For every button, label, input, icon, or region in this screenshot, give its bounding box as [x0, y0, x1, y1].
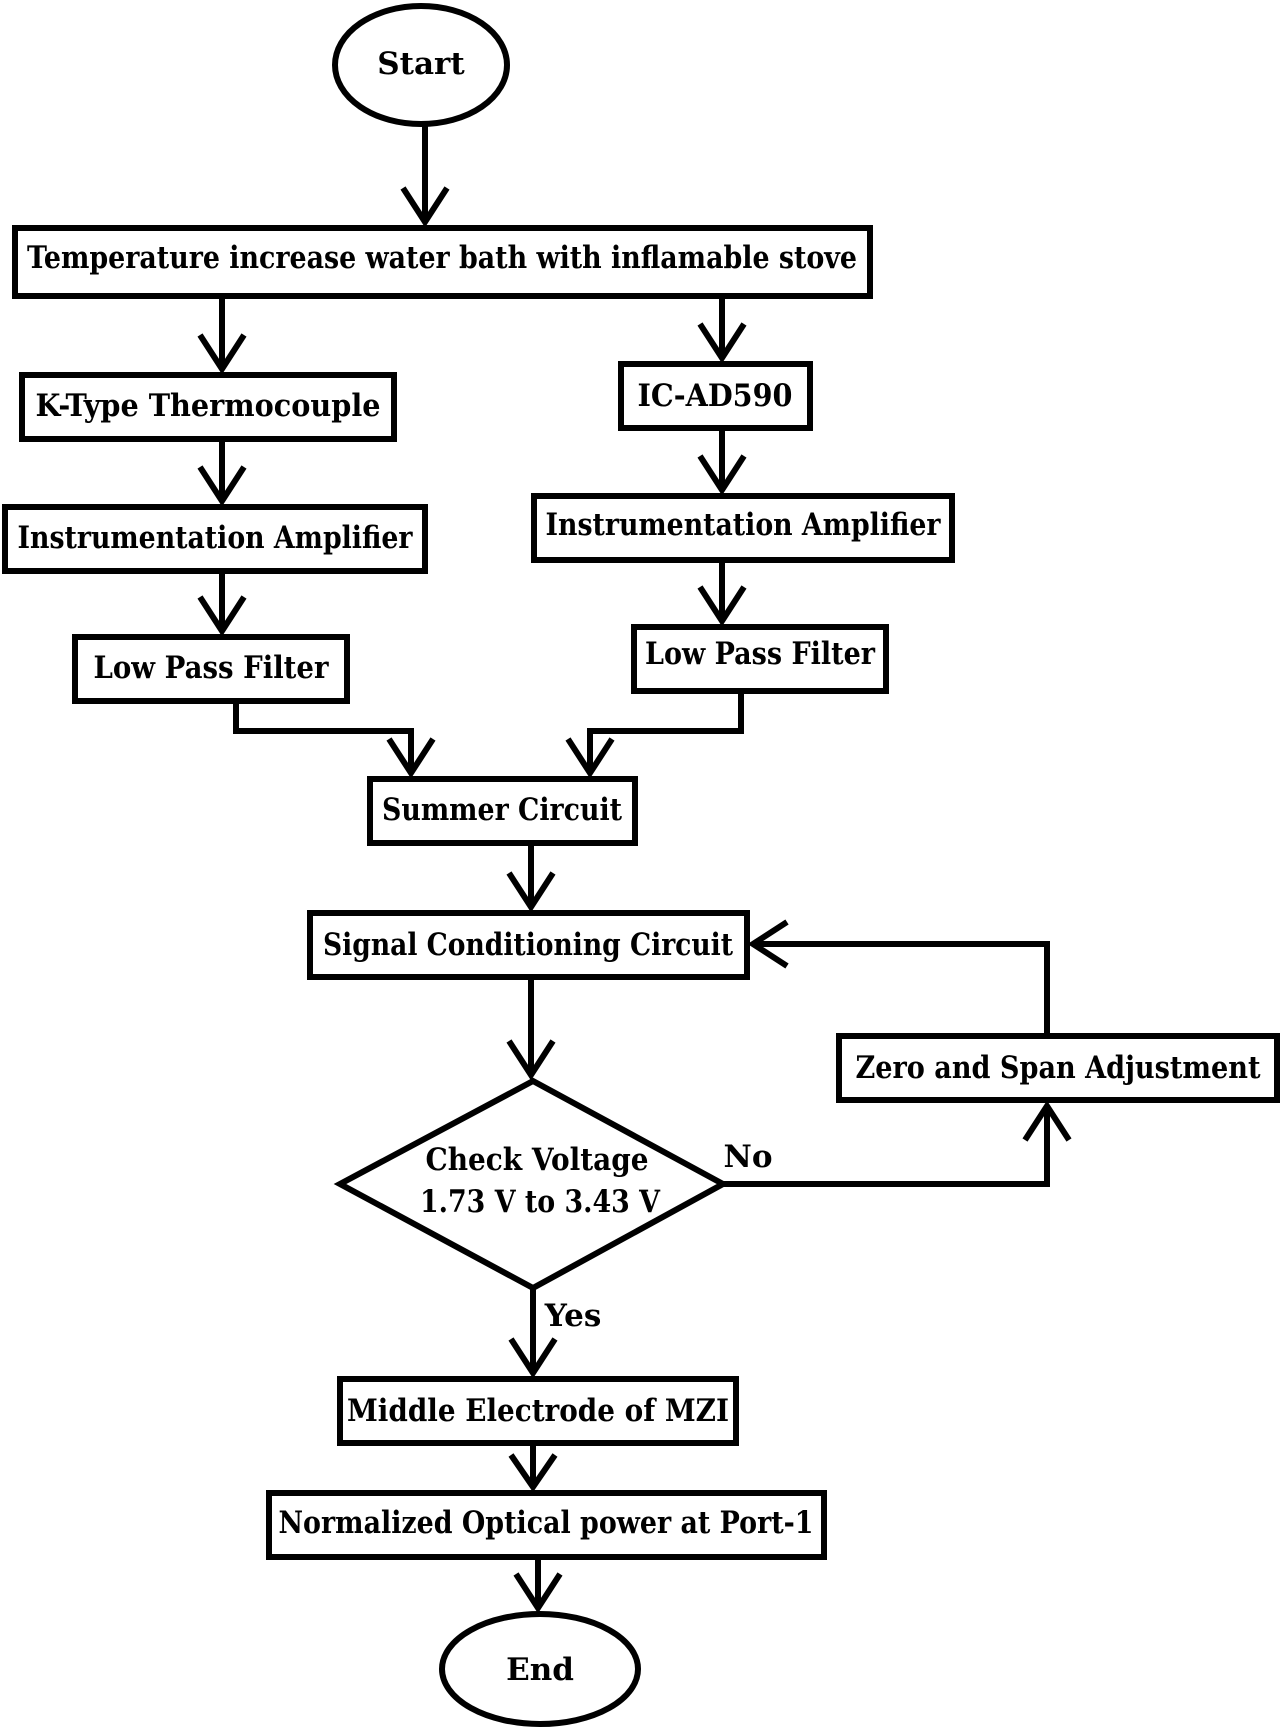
start-node: Start — [332, 3, 510, 127]
arrowhead-start-to-heat — [400, 186, 450, 228]
arrowhead-right-amplifier-to-filter — [697, 585, 747, 627]
zero-span-adjustment-label: Zero and Span Adjustment — [856, 1050, 1262, 1086]
decision-line1: Check Voltage — [426, 1142, 649, 1178]
right-instrumentation-amplifier-node: Instrumentation Amplifier — [531, 493, 955, 563]
optical-power-node: Normalized Optical power at Port-1 — [266, 1490, 827, 1560]
heat-source-node: Temperature increase water bath with inf… — [12, 225, 873, 299]
start-label: Start — [377, 46, 465, 82]
signal-conditioning-node: Signal Conditioning Circuit — [307, 910, 750, 980]
end-label: End — [506, 1652, 574, 1688]
signal-conditioning-label: Signal Conditioning Circuit — [323, 927, 734, 963]
right-low-pass-filter-node: Low Pass Filter — [631, 624, 889, 694]
right-instrumentation-amplifier-label: Instrumentation Amplifier — [546, 507, 942, 543]
summer-circuit-node: Summer Circuit — [367, 776, 638, 846]
arrowhead-mzi-to-optical-power — [508, 1453, 558, 1493]
edge-decision-no-to-zero-span — [723, 1106, 1050, 1187]
yes-label: Yes — [544, 1298, 602, 1334]
right-low-pass-filter-label: Low Pass Filter — [645, 636, 876, 672]
arrowhead-left-filter-to-summer — [386, 737, 436, 779]
arrowhead-signal-conditioning-to-decision — [506, 1039, 556, 1081]
arrowhead-summer-to-signal-conditioning — [506, 871, 556, 913]
k-type-thermocouple-node: K-Type Thermocouple — [19, 372, 397, 442]
k-type-thermocouple-label: K-Type Thermocouple — [36, 388, 381, 424]
mzi-electrode-label: Middle Electrode of MZI — [347, 1393, 729, 1429]
arrowhead-zero-span-to-signal-conditioning — [747, 919, 789, 969]
arrowhead-thermocouple-to-amplifier — [197, 465, 247, 507]
mzi-electrode-node: Middle Electrode of MZI — [337, 1376, 739, 1446]
arrowhead-decision-yes-to-mzi — [508, 1337, 558, 1379]
arrowhead-left-amplifier-to-filter — [197, 595, 247, 637]
zero-span-adjustment-node: Zero and Span Adjustment — [836, 1033, 1280, 1103]
left-low-pass-filter-node: Low Pass Filter — [72, 634, 350, 704]
left-instrumentation-amplifier-label: Instrumentation Amplifier — [18, 520, 414, 556]
arrowhead-ic-ad590-to-amplifier — [697, 454, 747, 496]
edge-right-filter-to-summer — [587, 691, 744, 773]
heat-source-label: Temperature increase water bath with inf… — [27, 240, 857, 276]
edge-zero-span-to-signal-conditioning — [753, 941, 1050, 1036]
ic-ad590-node: IC-AD590 — [618, 361, 813, 431]
left-low-pass-filter-label: Low Pass Filter — [94, 650, 330, 686]
connectors — [197, 124, 1072, 1614]
ic-ad590-label: IC-AD590 — [638, 378, 793, 414]
check-voltage-decision: Check Voltage 1.73 V to 3.43 V — [333, 1077, 730, 1292]
arrowhead-right-filter-to-summer — [565, 737, 615, 779]
arrowhead-decision-no-to-zero-span — [1022, 1100, 1072, 1142]
left-instrumentation-amplifier-node: Instrumentation Amplifier — [2, 504, 428, 574]
no-label: No — [723, 1139, 772, 1175]
optical-power-label: Normalized Optical power at Port-1 — [279, 1505, 814, 1541]
edge-left-filter-to-summer — [233, 701, 414, 773]
arrowhead-heat-to-thermocouple — [197, 333, 247, 375]
summer-circuit-label: Summer Circuit — [382, 792, 623, 828]
arrowhead-optical-power-to-end — [513, 1572, 563, 1614]
end-node: End — [439, 1611, 641, 1727]
decision-line2: 1.73 V to 3.43 V — [420, 1184, 661, 1220]
arrowhead-heat-to-ic-ad590 — [697, 322, 747, 364]
